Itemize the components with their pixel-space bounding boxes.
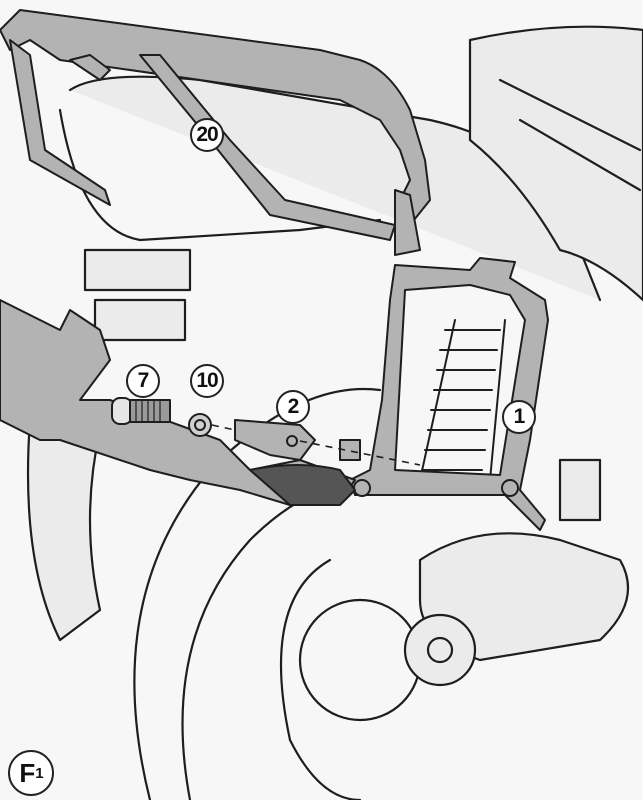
callout-20: 20 [190, 118, 224, 152]
figure-number: 1 [35, 764, 43, 782]
callout-7: 7 [126, 364, 160, 398]
callout-10: 10 [190, 364, 224, 398]
callout-1: 1 [502, 400, 536, 434]
callout-2: 2 [276, 390, 310, 424]
figure-letter: F [19, 757, 35, 788]
